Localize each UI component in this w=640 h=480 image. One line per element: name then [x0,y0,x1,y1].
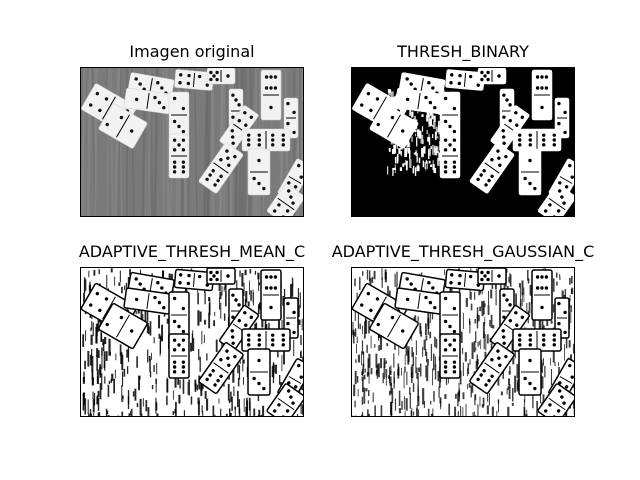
image-thresh-binary [351,67,575,217]
image-original [80,67,304,217]
panel-title-thresh-binary: THRESH_BINARY [397,42,529,61]
image-adaptive-gaussian [351,267,575,417]
panel-title-adaptive-mean: ADAPTIVE_THRESH_MEAN_C [78,242,306,261]
panel-title-adaptive-gaussian: ADAPTIVE_THRESH_GAUSSIAN_C [331,242,595,261]
image-adaptive-mean [80,267,304,417]
panel-title-original: Imagen original [129,42,255,61]
